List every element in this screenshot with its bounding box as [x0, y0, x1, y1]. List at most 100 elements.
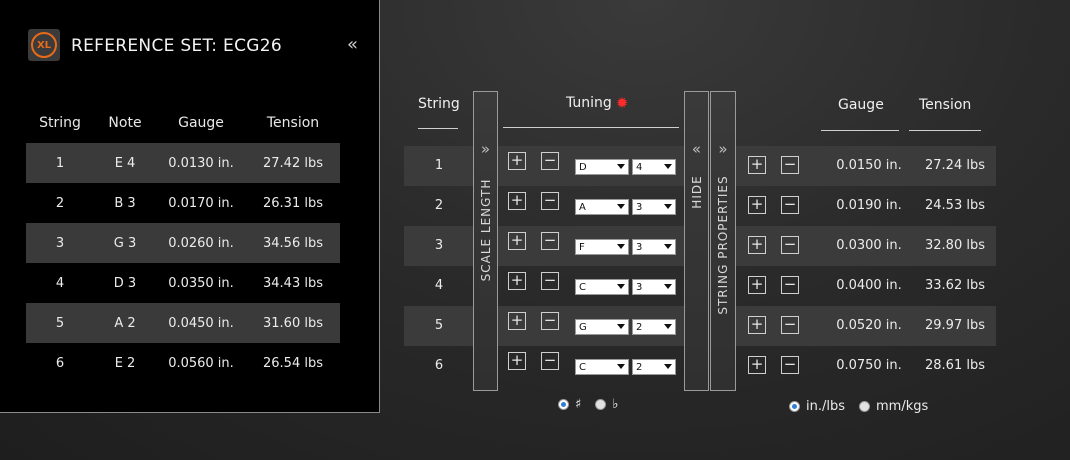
octave-select[interactable]: 3 — [632, 279, 676, 295]
note-select[interactable]: D — [575, 159, 629, 175]
accidental-radio-group: ♯ ♭ — [558, 397, 626, 412]
ref-gauge: 0.0560 in. — [168, 355, 234, 371]
string-properties-label: STRING PROPERTIES — [716, 175, 730, 315]
brand-logo-text: XL — [31, 32, 57, 58]
gauge-down-button[interactable]: − — [781, 236, 799, 254]
scale-length-toggle[interactable]: » SCALE LENGTH — [473, 91, 498, 391]
octave-select[interactable]: 4 — [632, 159, 676, 175]
octave-select[interactable]: 2 — [632, 319, 676, 335]
tune-down-button[interactable]: − — [541, 152, 559, 170]
tune-up-button[interactable]: + — [508, 152, 526, 170]
hide-toggle[interactable]: « HIDE — [684, 91, 709, 391]
octave-value: 2 — [636, 361, 643, 373]
ref-tension: 26.31 lbs — [263, 195, 323, 211]
ref-gauge: 0.0130 in. — [168, 155, 234, 171]
reference-table: String Note Gauge Tension 1 E 4 0.0130 i… — [26, 112, 340, 383]
row-band — [404, 146, 474, 186]
tune-up-button[interactable]: + — [508, 312, 526, 330]
octave-value: 3 — [636, 281, 643, 293]
tune-up-button[interactable]: + — [508, 352, 526, 370]
table-row: 6 E 2 0.0560 in. 26.54 lbs — [26, 343, 340, 383]
string-number: 3 — [434, 238, 444, 253]
ref-header-gauge: Gauge — [178, 115, 224, 131]
string-properties-toggle[interactable]: » STRING PROPERTIES — [710, 91, 736, 391]
note-select[interactable]: C — [575, 279, 629, 295]
sharp-radio[interactable] — [558, 399, 569, 410]
table-row: 2 B 3 0.0170 in. 26.31 lbs — [26, 183, 340, 223]
octave-select[interactable]: 3 — [632, 199, 676, 215]
tune-down-button[interactable]: − — [541, 352, 559, 370]
gauge-down-button[interactable]: − — [781, 276, 799, 294]
tune-down-button[interactable]: − — [541, 272, 559, 290]
tune-down-button[interactable]: − — [541, 232, 559, 250]
row-band — [736, 226, 996, 266]
flat-radio[interactable] — [595, 399, 607, 410]
note-value: A — [579, 201, 586, 213]
chevron-left-icon: « — [691, 140, 702, 158]
header-divider — [418, 128, 458, 129]
octave-value: 4 — [636, 161, 643, 173]
reference-table-header: String Note Gauge Tension — [26, 112, 340, 134]
note-select[interactable]: F — [575, 239, 629, 255]
gauge-up-button[interactable]: + — [748, 316, 766, 334]
hide-label: HIDE — [689, 175, 704, 209]
gauge-up-button[interactable]: + — [748, 156, 766, 174]
row-band — [736, 306, 996, 346]
gauge-down-button[interactable]: − — [781, 356, 799, 374]
metric-units-radio[interactable] — [859, 401, 870, 412]
gauge-up-button[interactable]: + — [748, 196, 766, 214]
octave-select[interactable]: 3 — [632, 239, 676, 255]
string-number: 5 — [434, 318, 444, 333]
table-row: 1 E 4 0.0130 in. 27.42 lbs — [26, 143, 340, 183]
tune-up-button[interactable]: + — [508, 272, 526, 290]
ref-note: D 3 — [113, 275, 137, 291]
string-number: 6 — [434, 358, 444, 373]
ref-string: 6 — [55, 355, 65, 371]
octave-select[interactable]: 2 — [632, 359, 676, 375]
string-number: 1 — [434, 158, 444, 173]
note-value: G — [579, 321, 587, 333]
flat-label: ♭ — [612, 397, 619, 412]
chevron-right-icon: » — [480, 140, 491, 158]
ref-tension: 27.42 lbs — [263, 155, 323, 171]
ref-note: E 4 — [114, 155, 136, 171]
ref-tension: 31.60 lbs — [263, 315, 323, 331]
gauge-down-button[interactable]: − — [781, 156, 799, 174]
gauge-up-button[interactable]: + — [748, 276, 766, 294]
gauge-down-button[interactable]: − — [781, 316, 799, 334]
string-number: 4 — [434, 278, 444, 293]
ref-string: 3 — [55, 235, 65, 251]
note-value: C — [579, 281, 586, 293]
octave-value: 3 — [636, 241, 643, 253]
string-number: 2 — [434, 198, 444, 213]
note-select[interactable]: A — [575, 199, 629, 215]
row-band — [404, 226, 474, 266]
ref-tension: 34.43 lbs — [263, 275, 323, 291]
gauge-up-button[interactable]: + — [748, 236, 766, 254]
gauge-up-button[interactable]: + — [748, 356, 766, 374]
gauge-value: 0.0750 in. — [836, 358, 902, 373]
gauge-value: 0.0400 in. — [836, 278, 902, 293]
note-select[interactable]: G — [575, 319, 629, 335]
tension-value: 32.80 lbs — [925, 238, 985, 253]
tune-up-button[interactable]: + — [508, 232, 526, 250]
reference-title: REFERENCE SET: ECG26 — [71, 36, 282, 56]
gauge-down-button[interactable]: − — [781, 196, 799, 214]
collapse-panel-icon[interactable]: « — [347, 34, 359, 55]
ref-string: 4 — [55, 275, 65, 291]
reference-panel: XL REFERENCE SET: ECG26 « String Note Ga… — [0, 0, 380, 413]
imperial-units-radio[interactable] — [789, 401, 800, 412]
gear-icon[interactable]: ✹ — [615, 93, 629, 112]
note-select[interactable]: C — [575, 359, 629, 375]
header-divider — [909, 130, 981, 131]
ref-note: G 3 — [113, 235, 137, 251]
tune-up-button[interactable]: + — [508, 192, 526, 210]
ref-note: E 2 — [114, 355, 136, 371]
ref-note: B 3 — [114, 195, 136, 211]
gauge-value: 0.0190 in. — [836, 198, 902, 213]
tune-down-button[interactable]: − — [541, 192, 559, 210]
row-band — [736, 146, 996, 186]
header-tension: Tension — [919, 97, 972, 113]
tune-down-button[interactable]: − — [541, 312, 559, 330]
octave-value: 2 — [636, 321, 643, 333]
